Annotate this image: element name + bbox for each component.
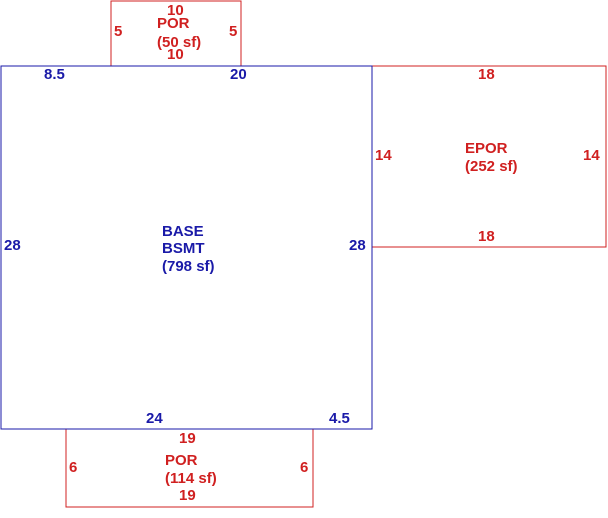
enclosed-porch-area: (252 sf) <box>465 158 518 175</box>
enclosed-porch-dim-bottom: 18 <box>478 228 495 245</box>
enclosed-porch-name: EPOR <box>465 140 508 157</box>
base-outline <box>0 65 373 430</box>
base-dim-top-right: 20 <box>230 66 247 83</box>
enclosed-porch-dim-right: 14 <box>583 147 600 164</box>
bottom-porch-dim-top: 19 <box>179 430 196 447</box>
enclosed-porch-dim-top: 18 <box>478 66 495 83</box>
base-name-line-1: BASE <box>162 223 204 240</box>
top-porch-area: (50 sf) <box>157 34 201 51</box>
base-dim-right: 28 <box>349 237 366 254</box>
top-porch-dim-left: 5 <box>114 23 122 40</box>
top-porch-dim-top: 10 <box>167 2 184 19</box>
base-area-value: (798 sf) <box>162 258 215 275</box>
base-dim-bottom-right: 4.5 <box>329 410 350 427</box>
bottom-porch-area: (114 sf) <box>165 470 217 487</box>
base-dim-bottom-left: 24 <box>146 410 163 427</box>
base-name-line-2: BSMT <box>162 240 205 257</box>
bottom-porch-dim-bottom: 19 <box>179 487 196 504</box>
base-dim-left: 28 <box>4 237 21 254</box>
base-dim-top-left: 8.5 <box>44 66 65 83</box>
top-porch-name: POR <box>157 15 190 32</box>
enclosed-porch-dim-left: 14 <box>375 147 392 164</box>
top-porch-dim-right: 5 <box>229 23 237 40</box>
bottom-porch-dim-left: 6 <box>69 459 77 476</box>
bottom-porch-name: POR <box>165 452 198 469</box>
bottom-porch-dim-right: 6 <box>300 459 308 476</box>
top-porch-dim-bottom: 10 <box>167 46 184 63</box>
